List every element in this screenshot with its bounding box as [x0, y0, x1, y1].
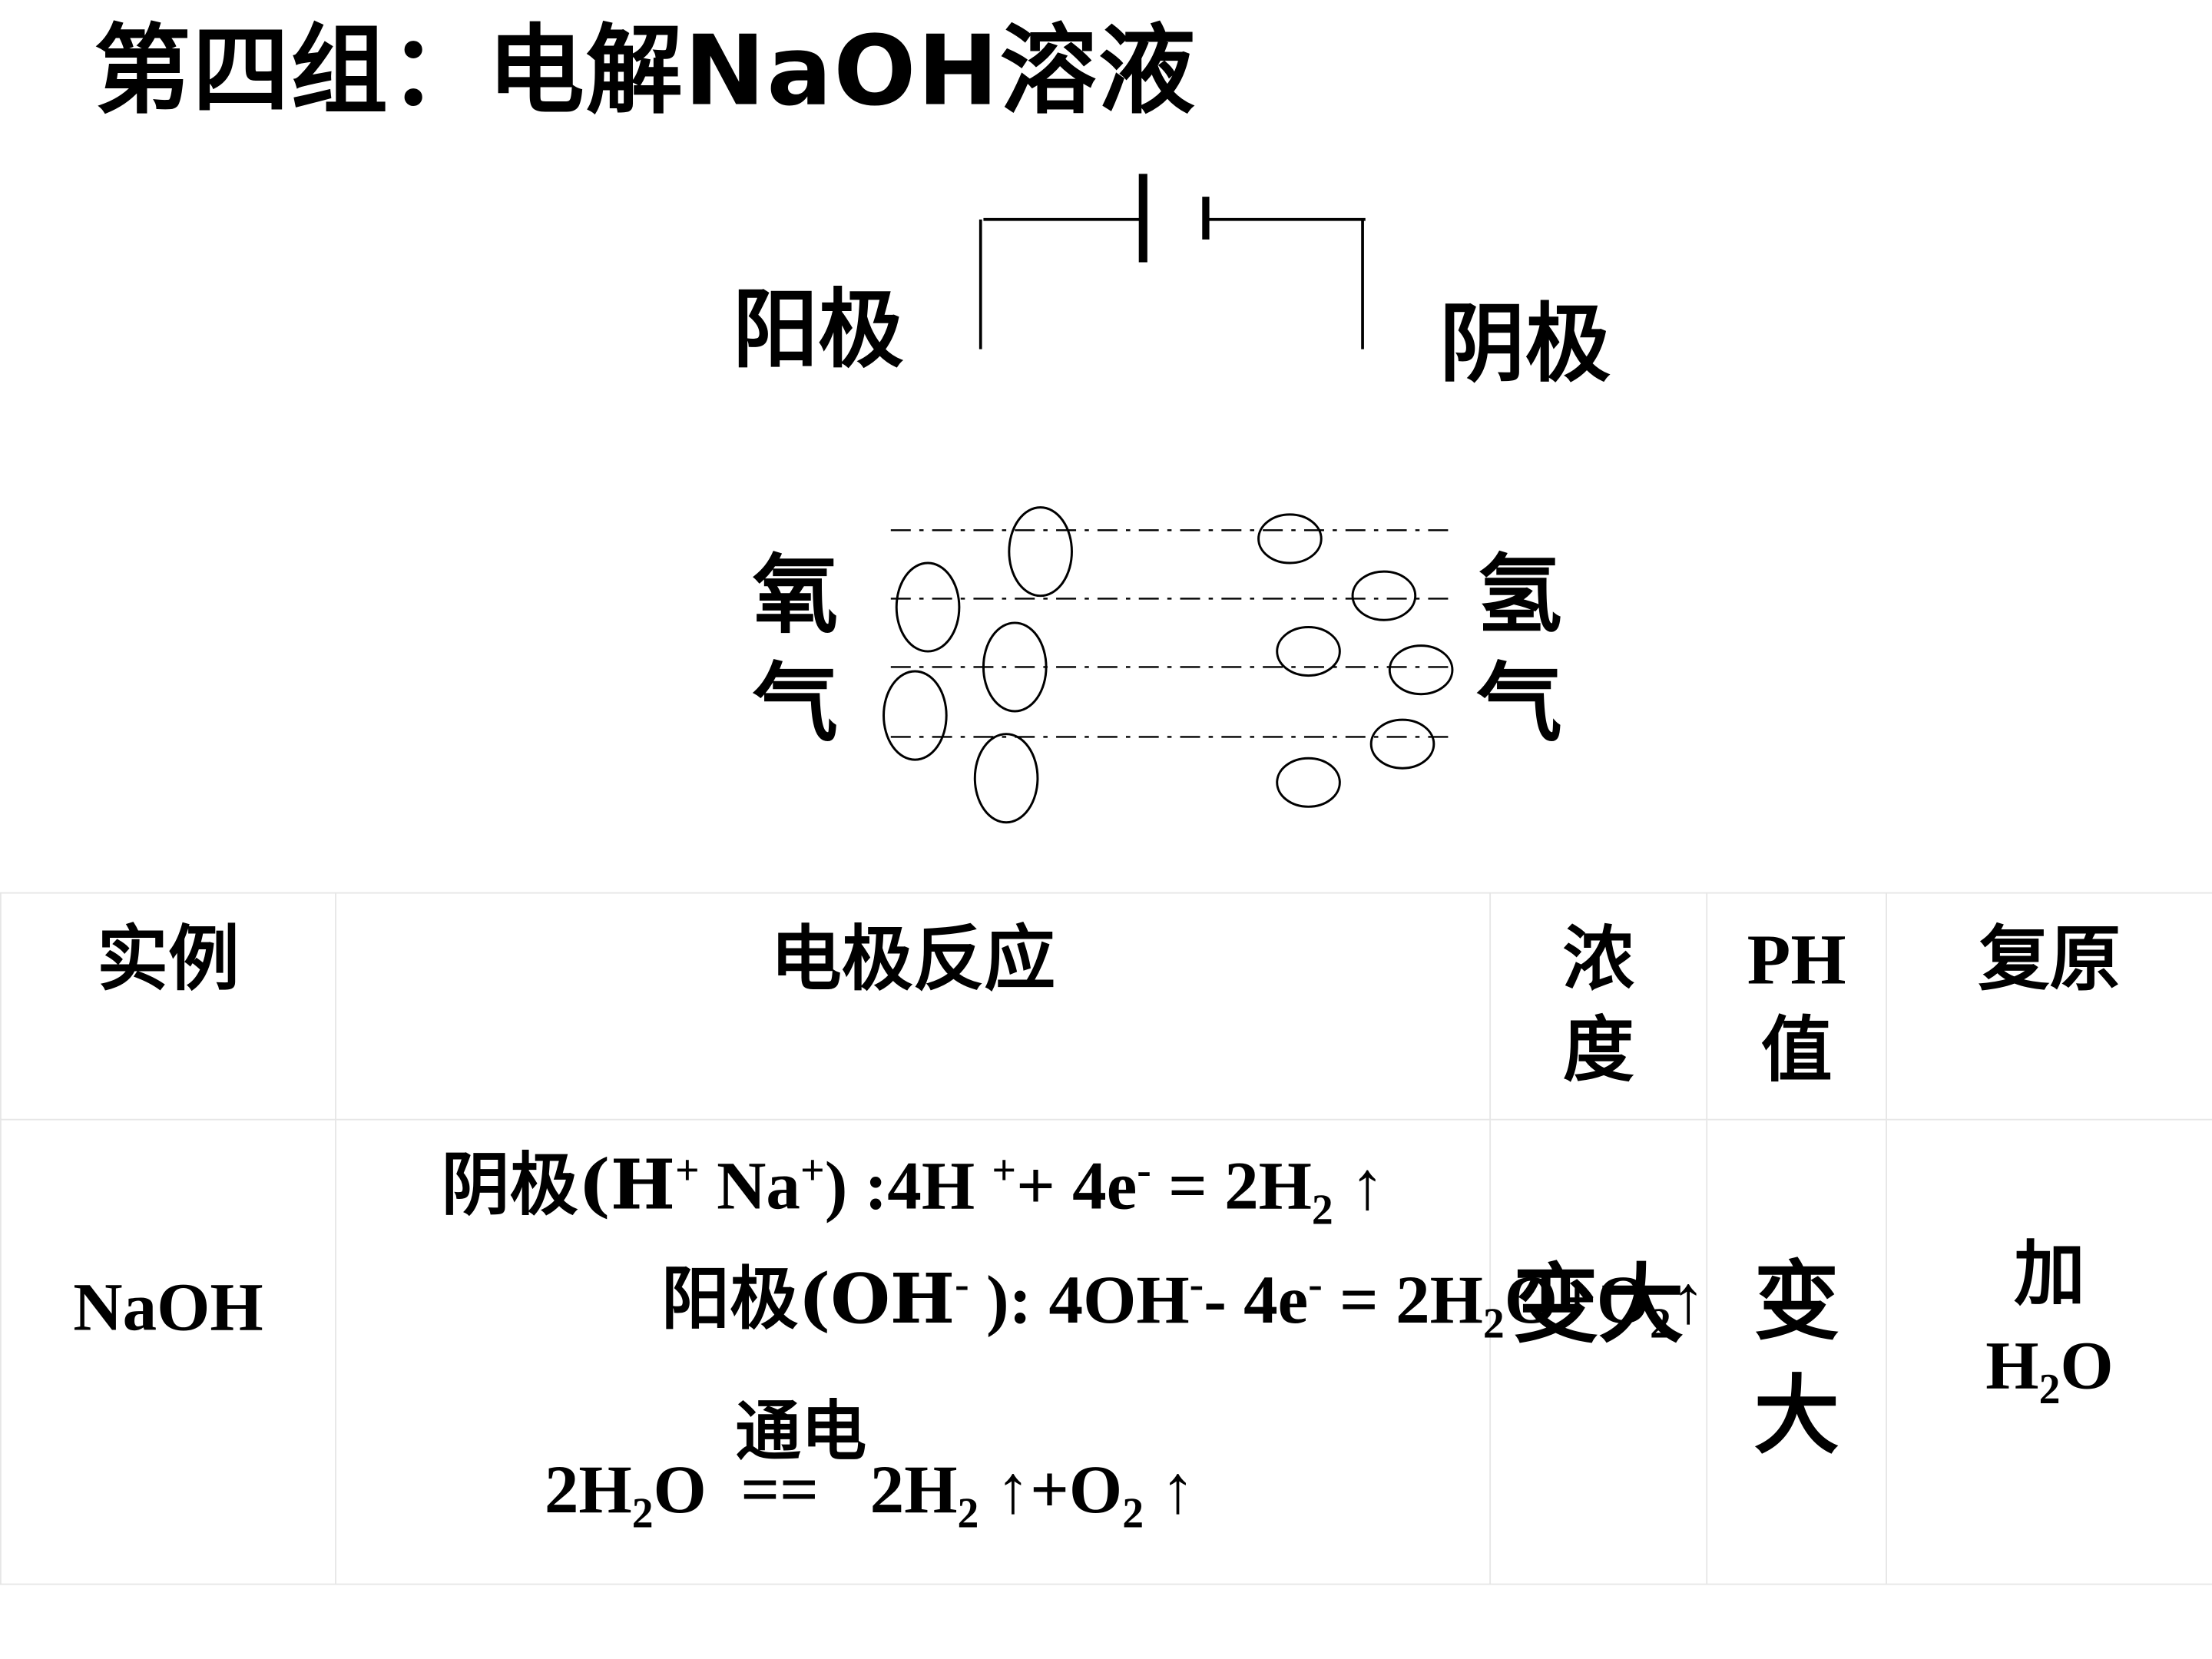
cathode-eq-sup-2: + [800, 1147, 825, 1195]
restore-line-2: H2O [1887, 1320, 2212, 1437]
cathode-eq-suffix: ↑ [1333, 1148, 1385, 1225]
solution-lines [890, 529, 1457, 738]
cell-ph: 变 大 [1706, 1118, 1887, 1585]
header-electrode-reaction-text: 电极反应 [770, 916, 1056, 1001]
oxygen-bubbles [882, 506, 1073, 824]
hydrogen-bubbles [1257, 513, 1454, 808]
anode-eq-mid-1: ): 4OH [969, 1263, 1190, 1339]
oxygen-bubble [882, 670, 948, 761]
header-restore-text: 复原 [1978, 916, 2121, 1001]
page-title: 第四组：电解NaOH溶液 [94, 15, 1197, 129]
restore-line-1: 加 [2014, 1231, 2085, 1316]
cathode-eq-sup-4: - [1137, 1147, 1151, 1195]
cathode-eq-sup-3: + [992, 1147, 1017, 1195]
oxygen-bubble [973, 733, 1039, 824]
anode-eq-mid-2: - 4e [1204, 1263, 1309, 1339]
hydrogen-bubble [1257, 513, 1323, 565]
anode-equation: 阳极(OH- ): 4OH-- 4e- = 2H2O+O2↑ [661, 1243, 1705, 1349]
hydrogen-bubble [1351, 570, 1417, 621]
hydrogen-label-char-1: 氢 [1476, 545, 1562, 646]
cell-electrode-reaction: 阴极(H+ Na+) :4H ++ 4e- = 2H2 ↑ 阳极(OH- ): … [335, 1118, 1706, 1585]
header-concentration-line-1: 浓 [1562, 916, 1634, 1001]
total-eq-part-2: O == 2H [653, 1452, 958, 1528]
cathode-eq-mid-1: Na [699, 1148, 800, 1225]
anode-eq-sup-1: - [955, 1261, 969, 1309]
header-example: 实例 [0, 892, 336, 1121]
hydrogen-bubble [1369, 718, 1435, 770]
cathode-eq-mid-2: ) :4H [824, 1148, 992, 1225]
result-table: 实例 电极反应 浓 度 PH 值 复原 NaOH [0, 892, 2212, 1585]
oxygen-bubble [895, 561, 961, 653]
anode-eq-mid-3: = 2H [1322, 1263, 1483, 1339]
total-eq-part-3: ↑+O [979, 1452, 1123, 1528]
header-ph-line-2: 值 [1760, 1007, 1833, 1092]
ph-value-line-1: 变 [1753, 1253, 1839, 1353]
anode-label: 阳极 [732, 280, 904, 381]
header-example-text: 实例 [97, 916, 240, 1001]
hydrogen-bubble [1388, 644, 1454, 696]
oxygen-bubble [1008, 506, 1073, 598]
concentration-value: 变大 [1512, 1255, 1684, 1356]
anode-eq-sub-2: 2 [1650, 1300, 1671, 1348]
restore-o: O [2060, 1328, 2114, 1404]
total-eq-part-1: 2H [544, 1452, 632, 1528]
cathode-eq-prefix: 阴极(H [441, 1145, 676, 1226]
header-restore: 复原 [1886, 892, 2212, 1121]
hydrogen-bubble [1276, 757, 1341, 808]
header-ph-line-1: PH [1747, 919, 1846, 999]
oxygen-label-char-2: 气 [752, 654, 839, 754]
total-eq-part-4: ↑ [1144, 1452, 1195, 1528]
circuit-wires [979, 174, 1366, 349]
header-concentration: 浓 度 [1489, 892, 1708, 1121]
total-eq-sub-2: 2 [957, 1490, 979, 1538]
cell-concentration: 变大 [1489, 1118, 1708, 1585]
header-concentration-line-2: 度 [1562, 1007, 1634, 1092]
oxygen-bubble [982, 621, 1048, 713]
cell-restore: 加 H2O [1886, 1118, 2212, 1585]
oxygen-label-char-1: 氧 [752, 545, 839, 646]
restore-h: H [1985, 1328, 2039, 1404]
cathode-eq-sup-1: + [675, 1147, 700, 1195]
electrolysis-diagram [882, 174, 1457, 824]
table-row: NaOH 阴极(H+ Na+) :4H ++ 4e- = 2H2 ↑ 阳极(OH… [0, 1118, 2212, 1585]
total-equation: 2H2O == 2H2 ↑+O2 ↑ [545, 1451, 1489, 1538]
ph-value-line-2: 大 [1753, 1366, 1839, 1467]
hydrogen-label-char-2: 气 [1476, 654, 1562, 754]
reaction-wrap: 阴极(H+ Na+) :4H ++ 4e- = 2H2 ↑ 阳极(OH- ): … [336, 1121, 1706, 1584]
cathode-eq-mid-4: = 2H [1151, 1148, 1312, 1225]
hydrogen-label: 氢 气 [1474, 541, 1565, 758]
cathode-label: 阴极 [1439, 295, 1611, 396]
anode-eq-sup-2: - [1189, 1261, 1204, 1309]
total-eq-sub-3: 2 [1122, 1490, 1144, 1538]
hydrogen-bubble [1276, 626, 1341, 677]
oxygen-label: 氧 气 [750, 541, 841, 758]
cell-example: NaOH [0, 1118, 336, 1585]
header-electrode-reaction: 电极反应 [335, 892, 1492, 1121]
restore-sub: 2 [2038, 1366, 2061, 1414]
anode-eq-sub-1: 2 [1482, 1300, 1505, 1348]
example-text: NaOH [73, 1270, 263, 1346]
header-ph: PH 值 [1706, 892, 1887, 1121]
table-header-row: 实例 电极反应 浓 度 PH 值 复原 [0, 892, 2212, 1121]
anode-eq-prefix: 阳极(OH [661, 1260, 955, 1340]
anode-eq-mid-4: O+O [1504, 1263, 1651, 1339]
cathode-eq-mid-3: + 4e [1016, 1148, 1137, 1225]
total-eq-sub-1: 2 [631, 1490, 654, 1538]
anode-eq-suffix: ↑ [1671, 1263, 1706, 1339]
cathode-equation: 阴极(H+ Na+) :4H ++ 4e- = 2H2 ↑ [336, 1129, 1489, 1235]
cathode-eq-sub-1: 2 [1311, 1187, 1333, 1234]
anode-eq-sup-3: - [1308, 1261, 1323, 1309]
electrolysis-condition: 通电 [735, 1392, 867, 1470]
